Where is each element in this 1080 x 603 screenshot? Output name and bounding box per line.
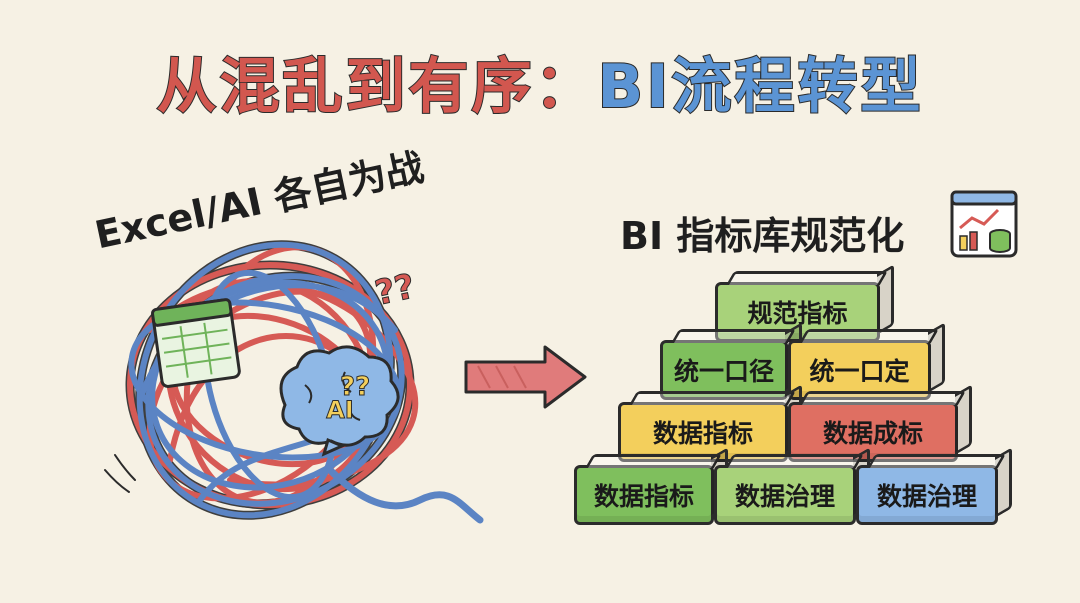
question-marks: ?? [372,266,419,313]
dashboard-icon [952,192,1016,256]
arrow-right-icon [466,347,585,407]
block-row3-left: 数据指标 [618,402,788,462]
block-label: 统一口定 [809,352,909,388]
block-label: 数据指标 [594,477,694,513]
block-row4-3: 数据治理 [856,465,998,525]
block-row3-right: 数据成标 [788,402,958,462]
block-row4-1: 数据指标 [574,465,714,525]
ai-question-marks: ?? [340,372,370,402]
block-label: 数据成标 [823,414,923,450]
block-label: 数据治理 [877,477,977,513]
block-row4-2: 数据治理 [714,465,856,525]
spreadsheet-icon [152,299,240,387]
block-label: 统一口径 [674,352,774,388]
block-label: 数据治理 [735,477,835,513]
block-label: 数据指标 [653,414,753,450]
